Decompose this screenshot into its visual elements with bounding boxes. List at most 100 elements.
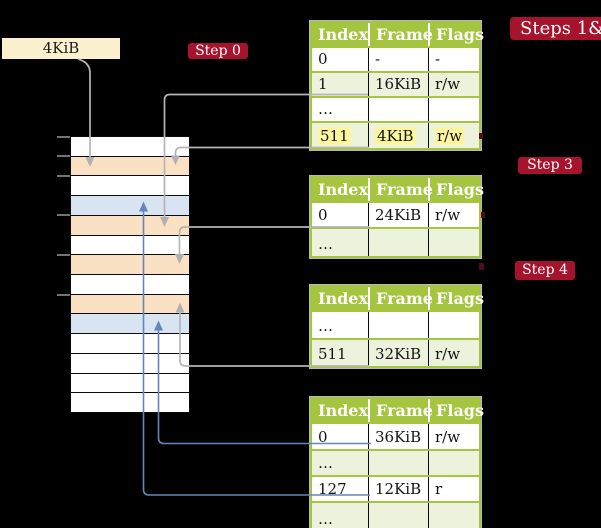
table-cell: 127 xyxy=(312,477,368,501)
physical-memory-column xyxy=(70,136,190,413)
cell-text: 0 xyxy=(318,206,328,224)
table-cell: 0 xyxy=(312,203,368,227)
cell-text: … xyxy=(318,100,333,118)
cell-text: … xyxy=(318,510,333,528)
table-cell xyxy=(368,312,428,338)
table-cell: 12KiB xyxy=(368,477,428,501)
table-cell: 0 xyxy=(312,424,368,449)
table-header-cell: Flags xyxy=(428,178,484,201)
table-row: … xyxy=(312,449,479,475)
cell-text: 0 xyxy=(318,50,328,68)
memory-frame-4kib xyxy=(71,156,189,177)
cell-text: … xyxy=(318,235,333,253)
cell-text: … xyxy=(318,454,333,472)
table-header-row: Index Frame Flags xyxy=(312,23,484,46)
memory-frame-52kib xyxy=(71,393,189,413)
table-row: … xyxy=(312,227,479,256)
highlighted-cell-text: 511 xyxy=(318,127,351,145)
table-cell: r/w xyxy=(428,123,479,148)
table-cell: - xyxy=(368,48,428,71)
table-header-cell: Flags xyxy=(428,399,484,422)
table-cell: … xyxy=(312,451,368,475)
cell-text: 16KiB xyxy=(375,75,422,93)
table-header-cell: Flags xyxy=(428,23,484,46)
table-cell: 32KiB xyxy=(368,340,428,366)
table-header-cell: Index xyxy=(318,180,369,199)
table-cell: … xyxy=(312,312,368,338)
table-cell xyxy=(428,229,479,256)
memory-frame-0kib xyxy=(71,137,189,157)
cell-text: r/w xyxy=(435,428,461,446)
highlighted-cell-text: 4KiB xyxy=(375,127,416,145)
table-row: 0 - - xyxy=(312,46,479,71)
table-cell: 24KiB xyxy=(368,203,428,227)
memory-frame-28kib xyxy=(71,275,189,295)
cell-text: 127 xyxy=(318,480,347,498)
memory-frame-36kib xyxy=(71,314,189,335)
table-cell xyxy=(368,503,428,528)
page-table-4: Index Frame Flags 0 36KiB r/w … 127 12Ki… xyxy=(310,397,484,528)
table-cell xyxy=(368,229,428,256)
table-row: 511 32KiB r/w xyxy=(312,338,479,366)
table-header-row: Index Frame Flags xyxy=(312,399,484,422)
table-header-row: Index Frame Flags xyxy=(312,178,484,201)
step-4-badge: Step 4 xyxy=(515,261,575,280)
table-cell: 511 xyxy=(312,340,368,366)
cell-text: r/w xyxy=(435,345,461,363)
table-cell xyxy=(368,451,428,475)
steps-1-2-badge: Steps 1&2 xyxy=(510,17,601,40)
table-row: 0 36KiB r/w xyxy=(312,422,479,449)
cell-text: r/w xyxy=(435,206,461,224)
cell-text: 1 xyxy=(318,75,328,93)
memory-frame-12kib xyxy=(71,196,189,216)
memory-frame-24kib xyxy=(71,255,189,276)
table-cell xyxy=(428,503,479,528)
table-cell: 16KiB xyxy=(368,73,428,96)
marker-dash-step4 xyxy=(479,263,484,270)
page-table-2: Index Frame Flags 0 24KiB r/w … xyxy=(310,176,484,258)
table-cell xyxy=(368,98,428,121)
table-cell: 36KiB xyxy=(368,424,428,449)
address-tick-marks xyxy=(57,136,70,296)
table-cell: r/w xyxy=(428,424,479,449)
cell-text: 36KiB xyxy=(375,428,422,446)
cell-text: 511 xyxy=(318,345,347,363)
page-table-3: Index Frame Flags … 511 32KiB r/w xyxy=(310,285,484,368)
memory-frame-32kib xyxy=(71,294,189,315)
memory-frame-44kib xyxy=(71,353,189,374)
table-row: … xyxy=(312,501,479,528)
cell-text: 32KiB xyxy=(375,345,422,363)
marker-dash-table2 xyxy=(481,212,485,218)
table-cell: - xyxy=(428,48,479,71)
cell-text: 0 xyxy=(318,428,328,446)
table-cell: 4KiB xyxy=(368,123,428,148)
table-header-cell: Frame xyxy=(368,178,433,201)
table-cell: … xyxy=(312,229,368,256)
table-row: 0 24KiB r/w xyxy=(312,201,479,227)
table-cell: r xyxy=(428,477,479,501)
cell-text: … xyxy=(318,317,333,335)
table-row: … xyxy=(312,96,479,121)
table-header-cell: Frame xyxy=(368,399,433,422)
table-cell xyxy=(428,312,479,338)
table-header-cell: Index xyxy=(318,401,369,420)
table-header-cell: Frame xyxy=(368,287,433,310)
table-cell: r/w xyxy=(428,73,479,96)
table-cell: 0 xyxy=(312,48,368,71)
memory-frame-48kib xyxy=(71,373,189,394)
table-cell: r/w xyxy=(428,203,479,227)
cell-text: - xyxy=(375,50,381,68)
page-table-1: Index Frame Flags 0 - - 1 16KiB r/w … 51… xyxy=(310,21,484,150)
table-cell xyxy=(428,451,479,475)
cell-text: r xyxy=(435,480,443,498)
table-header-cell: Frame xyxy=(368,23,433,46)
table-row-highlighted: 511 4KiB r/w xyxy=(312,121,479,148)
memory-frame-20kib xyxy=(71,235,189,256)
memory-frame-40kib xyxy=(71,334,189,354)
table-cell xyxy=(428,98,479,121)
table-cell: r/w xyxy=(428,340,479,366)
table-row: … xyxy=(312,310,479,338)
cell-text: 12KiB xyxy=(375,480,422,498)
step-3-badge: Step 3 xyxy=(518,157,582,174)
